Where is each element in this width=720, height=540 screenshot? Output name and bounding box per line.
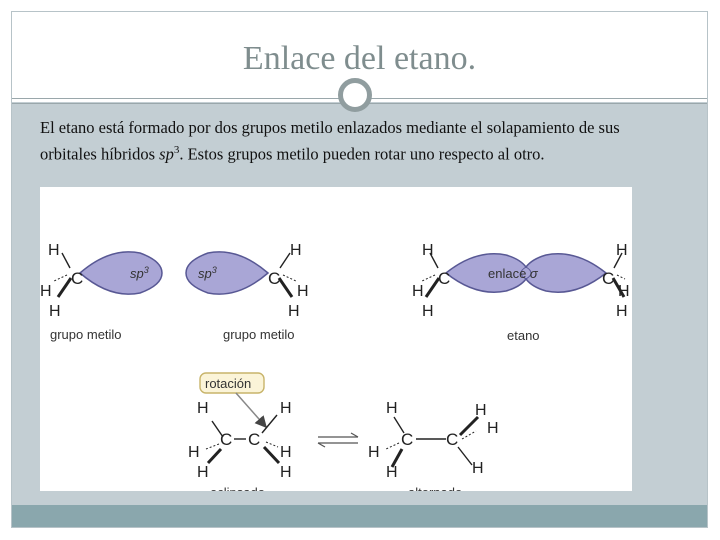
caption-grupo-metilo-1: grupo metilo bbox=[50, 327, 122, 342]
reverse-arrow-head bbox=[317, 442, 326, 448]
atom-h: H bbox=[280, 464, 292, 481]
atom-h: H bbox=[197, 464, 209, 481]
rotation-arrow-icon bbox=[235, 392, 267, 429]
atom-h: H bbox=[290, 242, 302, 259]
body-text-part2: . Estos grupos metilo pueden rotar uno r… bbox=[179, 144, 545, 164]
bond-hash bbox=[265, 441, 279, 448]
bond-wedge bbox=[206, 447, 223, 465]
body-text-part1: El etano está formado por dos grupos met… bbox=[40, 118, 620, 164]
atom-h: H bbox=[616, 303, 628, 320]
bond-ch bbox=[393, 416, 405, 434]
bond-hash bbox=[461, 430, 477, 440]
caption-eclipsado: eclipsado bbox=[210, 485, 265, 491]
atom-h: H bbox=[487, 420, 499, 437]
atom-h: H bbox=[386, 400, 398, 417]
atom-h: H bbox=[188, 444, 200, 461]
atom-c: C bbox=[71, 269, 83, 288]
staggered-conformation: H H H H H H C C alternado bbox=[368, 400, 499, 491]
rotation-label: rotación bbox=[205, 376, 251, 391]
sigma-bond-label: enlace σ bbox=[488, 266, 539, 281]
bond-hash-right bbox=[616, 274, 626, 280]
atom-c: C bbox=[248, 430, 260, 449]
eclipsed-conformation: rotación H H H H H H C C eclipsado bbox=[188, 372, 292, 491]
bond-hash-left bbox=[421, 274, 436, 282]
figure-svg: sp3 H H H C grupo metilo sp3 C H H bbox=[40, 242, 630, 491]
rotation-tag bbox=[199, 372, 265, 394]
atom-h: H bbox=[297, 283, 309, 300]
orbital-label-right: sp3 bbox=[198, 265, 217, 281]
sp3-orbital-right bbox=[185, 251, 270, 295]
methyl-group-left: sp3 H H H C grupo metilo bbox=[40, 242, 163, 342]
caption-etano: etano bbox=[507, 328, 540, 343]
bond-ch-up-left bbox=[429, 252, 439, 269]
atom-c: C bbox=[220, 430, 232, 449]
sp3-orbital-left bbox=[78, 251, 163, 295]
bond-ch bbox=[211, 420, 224, 438]
atom-c: C bbox=[401, 430, 413, 449]
bond-wedge bbox=[390, 448, 404, 468]
atom-h: H bbox=[412, 283, 424, 300]
ethane-sigma-bond: enlace σ H H H C C H H H etano bbox=[412, 242, 630, 343]
bond-hash bbox=[385, 442, 400, 450]
atom-h: H bbox=[280, 444, 292, 461]
atom-h: H bbox=[40, 283, 52, 300]
atom-h: H bbox=[386, 464, 398, 481]
bond-hash bbox=[205, 443, 220, 450]
atom-c: C bbox=[602, 269, 614, 288]
bond-ch-up-right bbox=[613, 252, 623, 269]
body-paragraph: El etano está formado por dos grupos met… bbox=[40, 117, 640, 166]
atom-h: H bbox=[368, 444, 380, 461]
atom-c: C bbox=[446, 430, 458, 449]
ethane-bonding-figure: sp3 H H H C grupo metilo sp3 C H H bbox=[40, 187, 632, 491]
atom-h: H bbox=[288, 303, 300, 320]
body-sp-exponent: 3 bbox=[173, 144, 180, 156]
atom-h: H bbox=[618, 283, 630, 300]
atom-c: C bbox=[438, 269, 450, 288]
atom-h: H bbox=[280, 400, 292, 417]
bond-wedge-left bbox=[56, 277, 73, 298]
bond-hash-left bbox=[53, 274, 68, 282]
atom-h: H bbox=[422, 303, 434, 320]
orbital-overlap-region bbox=[520, 266, 532, 280]
ring-ornament-icon bbox=[338, 78, 372, 112]
body-sp-base: sp bbox=[159, 144, 174, 164]
bond-wedge bbox=[458, 415, 480, 437]
bond-ch-up-right bbox=[279, 252, 291, 269]
bond-wedge bbox=[262, 445, 281, 465]
bond-ch-up-left bbox=[61, 252, 71, 269]
caption-alternado: alternado bbox=[408, 485, 462, 491]
caption-grupo-metilo-2: grupo metilo bbox=[223, 327, 295, 342]
methyl-group-right: sp3 C H H H grupo metilo bbox=[185, 242, 309, 342]
slide: Enlace del etano. El etano está formado … bbox=[11, 11, 708, 528]
atom-h: H bbox=[422, 242, 434, 259]
atom-c: C bbox=[268, 269, 280, 288]
atom-h: H bbox=[475, 402, 487, 419]
bond-wedge-right bbox=[611, 277, 626, 298]
bond-wedge-right bbox=[277, 277, 294, 298]
forward-arrow-head bbox=[350, 432, 359, 438]
atom-h: H bbox=[48, 242, 60, 259]
slide-title: Enlace del etano. bbox=[242, 40, 477, 77]
bond-wedge-left bbox=[424, 277, 441, 298]
atom-h: H bbox=[49, 303, 61, 320]
orbital-label-left: sp3 bbox=[130, 265, 149, 281]
atom-h: H bbox=[197, 400, 209, 417]
bond-ch bbox=[261, 414, 278, 434]
bond-hash-right bbox=[282, 274, 297, 282]
sigma-bond-orbital bbox=[444, 253, 608, 293]
atom-h: H bbox=[472, 460, 484, 477]
atom-h: H bbox=[616, 242, 628, 259]
bond-ch bbox=[457, 446, 473, 466]
equilibrium-arrows-icon bbox=[317, 432, 359, 448]
footer-bar bbox=[12, 505, 707, 527]
